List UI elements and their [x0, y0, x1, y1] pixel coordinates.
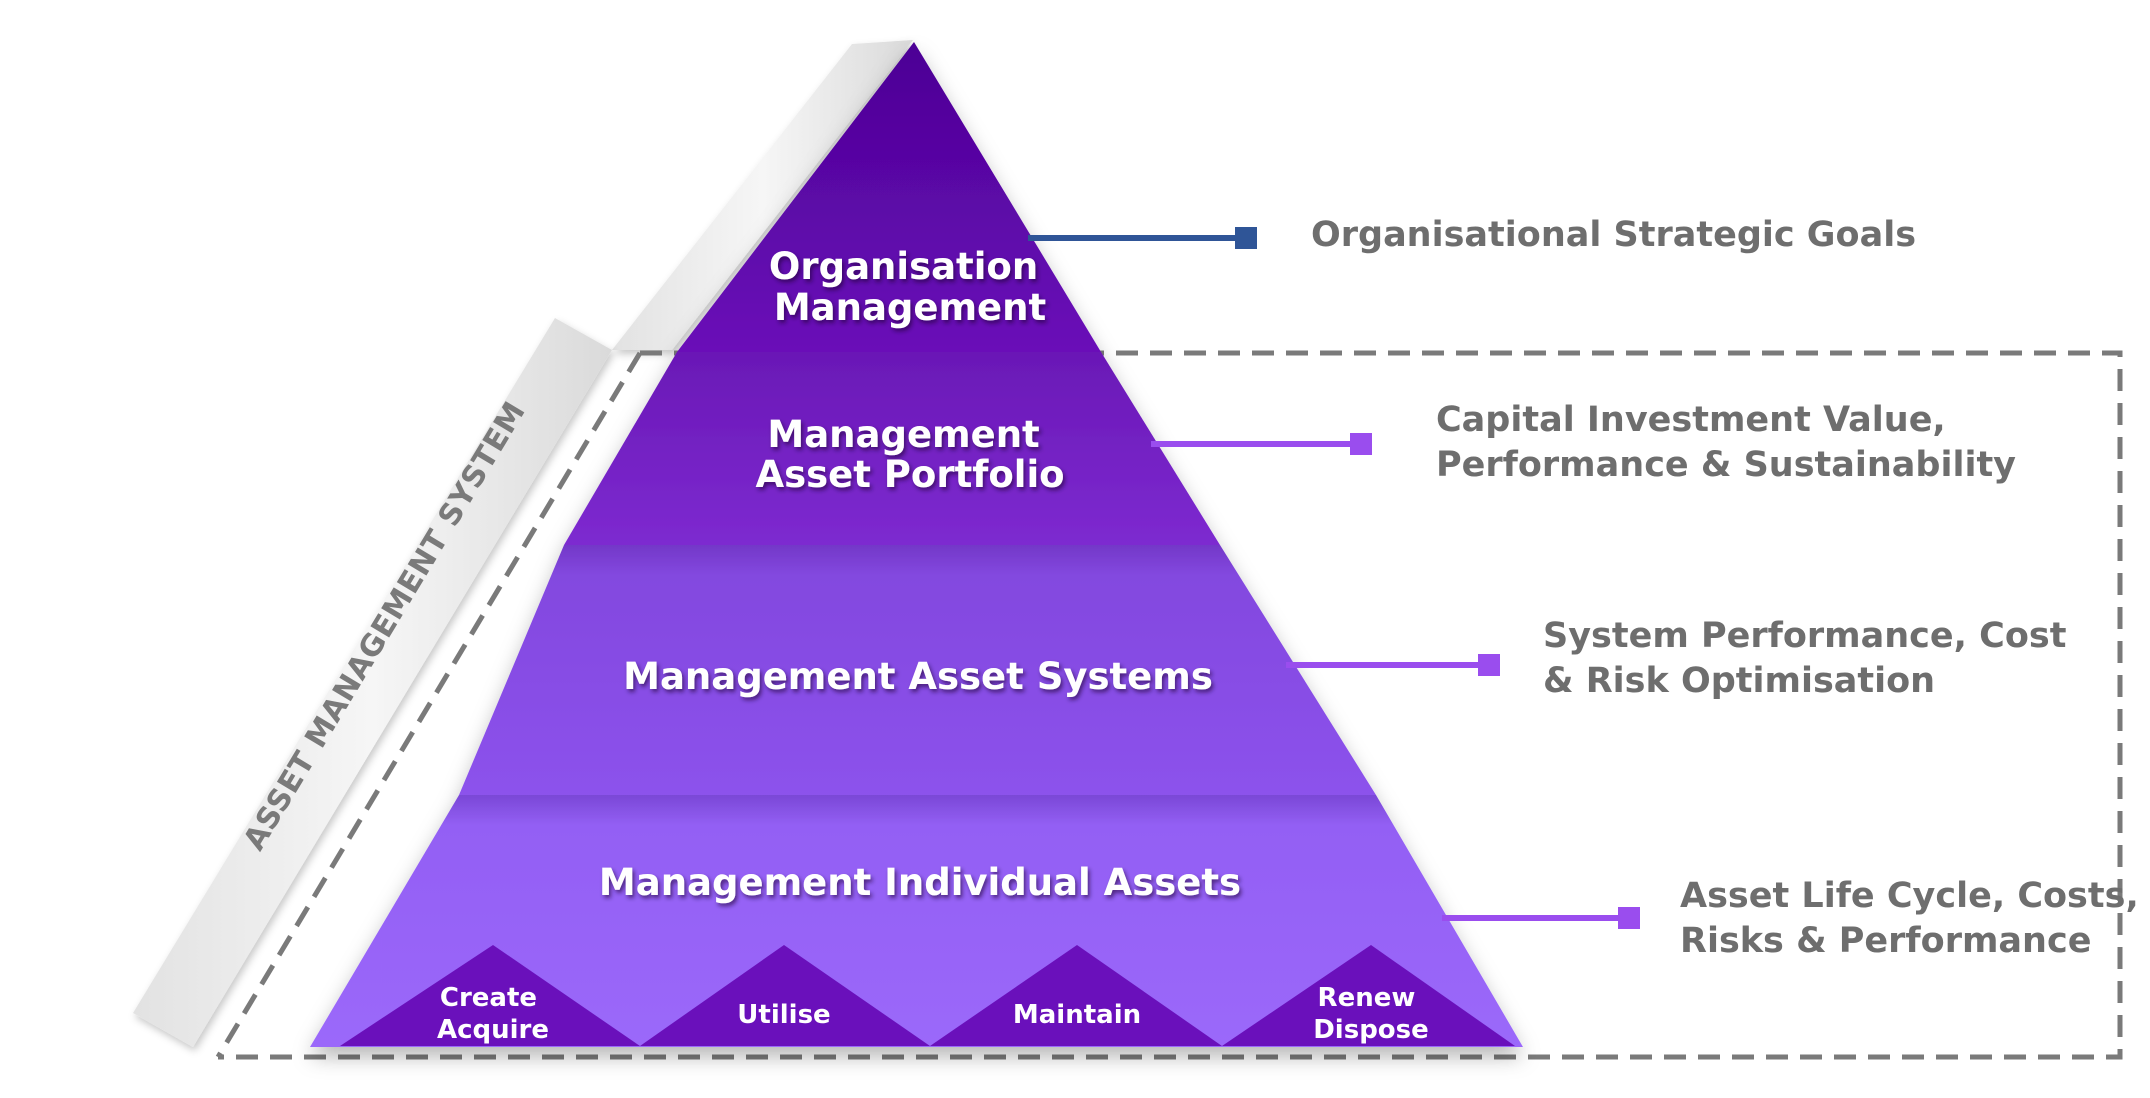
- tier-labels: Organisation Management Management Asset…: [599, 245, 1241, 904]
- lifecycle-maintain-triangle: [930, 945, 1222, 1046]
- dashed-boundary-slope: [215, 351, 643, 1059]
- tier-3-connector-marker: [1478, 654, 1500, 676]
- dashed-boundary: [218, 350, 2123, 1060]
- lifecycle-labels: Create Acquire Utilise Maintain Renew Di…: [437, 983, 1429, 1045]
- lifecycle-renew-dispose-triangle: [1222, 945, 1515, 1046]
- tier-4-shape: [310, 795, 1523, 1047]
- connectors: [1028, 227, 1640, 929]
- tier-4-connector: [1442, 907, 1640, 929]
- tier-3-connector: [1286, 654, 1500, 676]
- side-descriptions: Organisational Strategic Goals Capital I…: [1311, 215, 2150, 961]
- tier-4-connector-marker: [1618, 907, 1640, 929]
- lifecycle-utilise-label: Utilise: [737, 1000, 830, 1030]
- tier-1-connector-marker: [1235, 227, 1257, 249]
- tier-3-description: System Performance, Cost & Risk Optimisa…: [1543, 616, 2079, 701]
- tier-1-label: Organisation Management: [769, 245, 1051, 329]
- tier-1-description: Organisational Strategic Goals: [1311, 215, 1916, 255]
- tier-2-connector: [1151, 433, 1372, 455]
- tier-2-label: Management Asset Portfolio: [755, 413, 1064, 496]
- tier-1-connector: [1028, 227, 1257, 249]
- lifecycle-utilise-triangle: [640, 945, 930, 1046]
- lower-side-band: [133, 318, 612, 1047]
- lifecycle-maintain-label: Maintain: [1013, 1000, 1141, 1030]
- lifecycle-create-acquire-label: Create Acquire: [437, 983, 549, 1045]
- pyramid-body: [310, 42, 1523, 1047]
- tier-2-shape: [564, 352, 1220, 545]
- lifecycle-renew-dispose-label: Renew Dispose: [1313, 983, 1429, 1045]
- tier-3-shape: [459, 545, 1376, 795]
- tier-3-label: Management Asset Systems: [623, 655, 1213, 698]
- tier-1-shape: [677, 42, 1101, 352]
- lifecycle-create-acquire-triangle: [340, 945, 640, 1046]
- tier-4-description: Asset Life Cycle, Costs, Risks & Perform…: [1680, 876, 2150, 961]
- tier-2-connector-marker: [1350, 433, 1372, 455]
- lifecycle-shapes: [340, 945, 1515, 1046]
- tier-2-description: Capital Investment Value, Performance & …: [1436, 400, 2016, 485]
- tier-4-label: Management Individual Assets: [599, 861, 1241, 904]
- upper-side-band: [612, 40, 913, 350]
